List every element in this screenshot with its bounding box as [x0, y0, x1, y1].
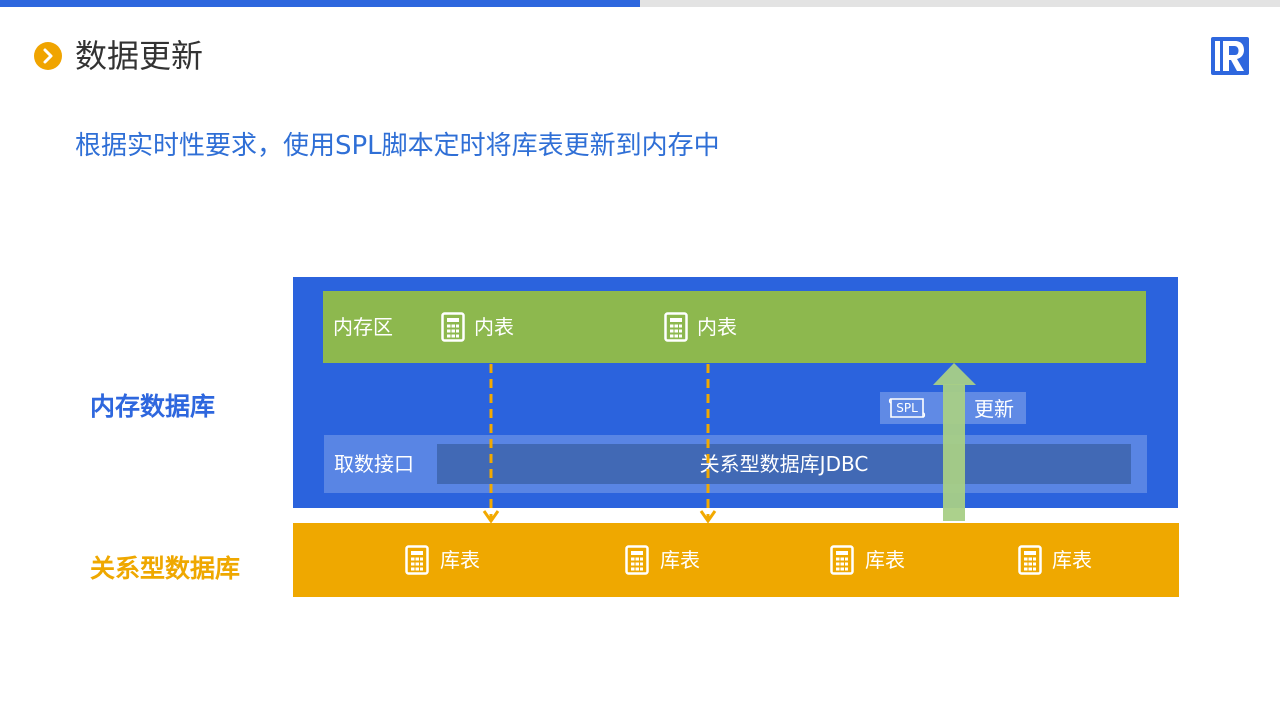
fetch-interface-label: 取数接口 — [334, 452, 414, 476]
spl-script-icon — [888, 396, 926, 420]
db-table-label: 库表 — [1052, 548, 1092, 572]
top-bar-accent — [0, 0, 640, 7]
table-icon — [441, 312, 465, 342]
relational-db-label: 关系型数据库 — [90, 554, 241, 583]
memory-area-panel — [323, 291, 1146, 363]
update-label: 更新 — [974, 397, 1014, 421]
fetch-arrow — [482, 364, 500, 524]
r-logo-icon — [1210, 36, 1250, 76]
table-icon — [405, 545, 429, 575]
jdbc-label: 关系型数据库JDBC — [699, 452, 869, 476]
memory-table-label: 内表 — [697, 315, 737, 339]
db-table-label: 库表 — [440, 548, 480, 572]
jdbc-box — [437, 444, 1131, 484]
page-title: 数据更新 — [75, 37, 204, 75]
spl-badge-label: SPL — [896, 401, 918, 415]
subtitle: 根据实时性要求，使用SPL脚本定时将库表更新到内存中 — [75, 131, 720, 161]
memory-table-label: 内表 — [474, 315, 514, 339]
memory-db-label: 内存数据库 — [90, 392, 216, 421]
table-icon — [625, 545, 649, 575]
memory-area-label: 内存区 — [333, 315, 393, 339]
top-bar-track — [640, 0, 1280, 7]
fetch-arrow — [699, 364, 717, 524]
db-table-label: 库表 — [660, 548, 700, 572]
table-icon — [1018, 545, 1042, 575]
chevron-right-icon — [34, 42, 62, 70]
table-icon — [664, 312, 688, 342]
db-table-label: 库表 — [865, 548, 905, 572]
update-arrow — [933, 363, 976, 521]
table-icon — [830, 545, 854, 575]
